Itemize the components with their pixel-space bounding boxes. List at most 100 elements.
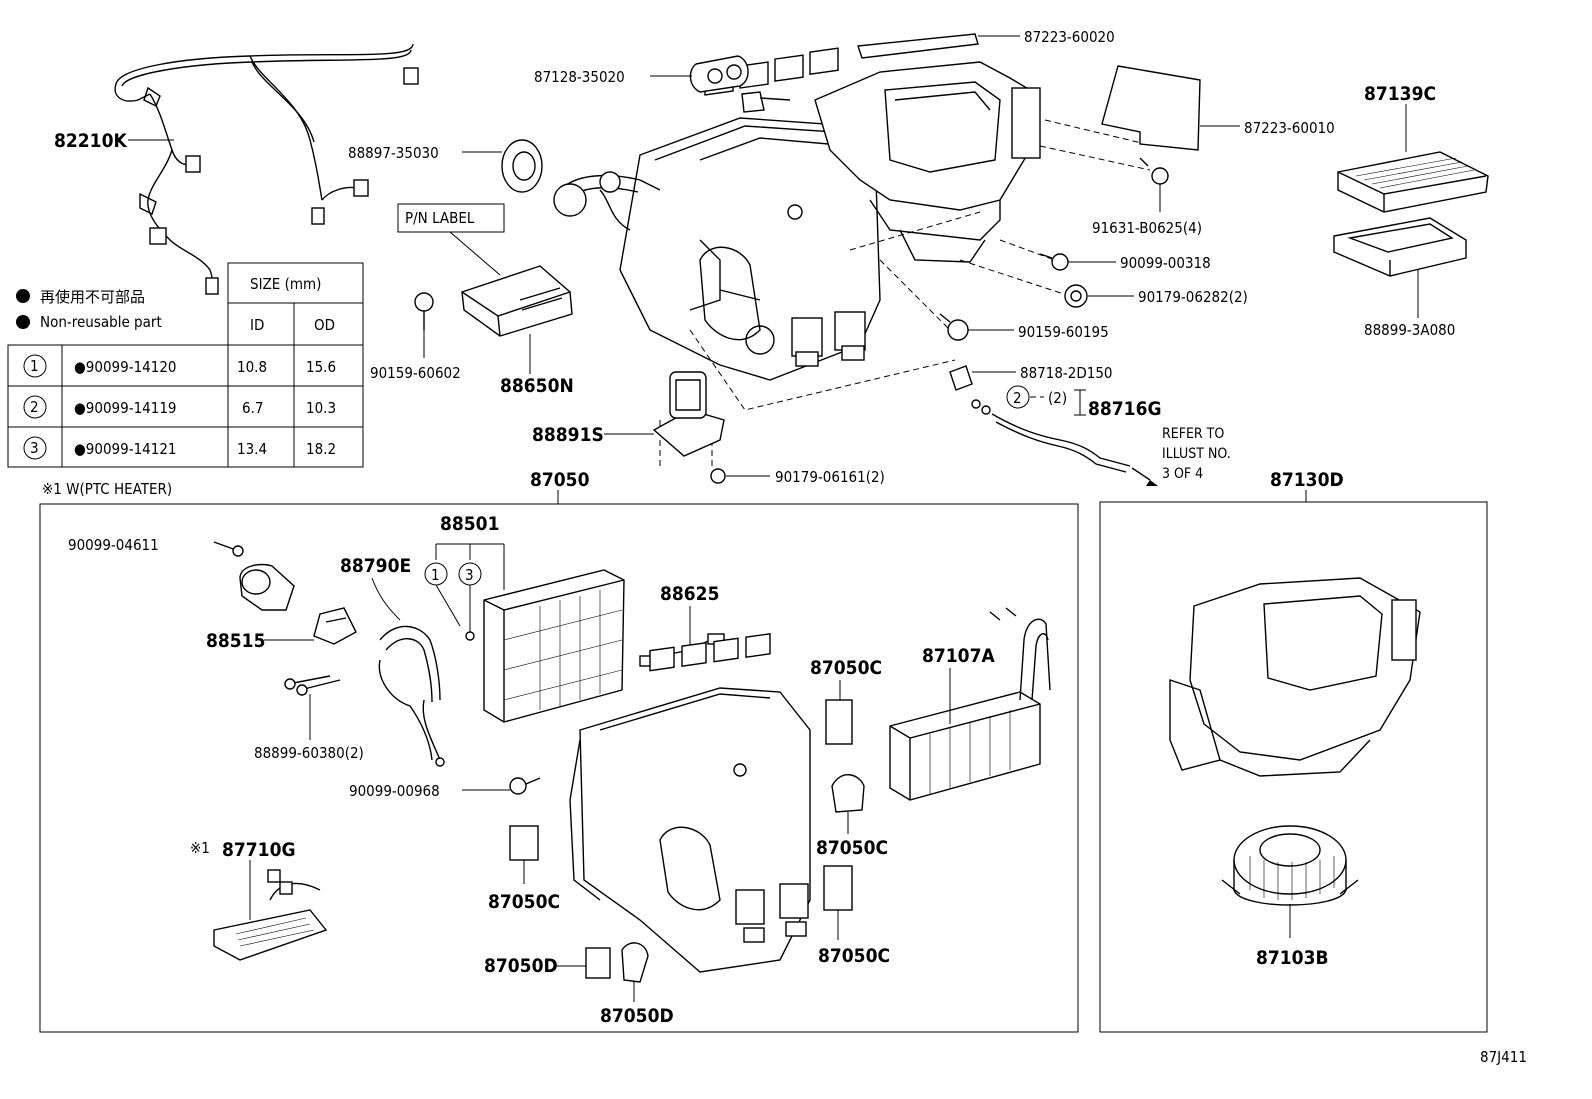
screw-90099-00318[interactable] [1039,253,1069,271]
label-87050D-a: 87050D [484,955,558,977]
label-88625: 88625 [660,583,719,605]
legend-en: Non-reusable part [40,313,162,331]
refer-note-line3: 3 OF 4 [1162,466,1203,482]
hose-88716G[interactable] [971,399,1158,486]
label-88501: 88501 [440,513,499,535]
label-88899-3A080: 88899-3A080 [1364,321,1455,339]
size-header: SIZE (mm) [250,275,321,293]
legend-jp: 再使用不可部品 [40,288,145,306]
svg-text:18.2: 18.2 [306,440,336,458]
oring-callout-2 [1006,385,1030,409]
label-87050C-b: 87050C [816,837,888,859]
non-reusable-dot-icon [16,289,30,303]
wire-harness-82210K[interactable] [114,43,419,295]
label-87710G-mark: ※1 [190,839,210,857]
blower-case-87130D[interactable] [1169,577,1421,777]
seal-88897-35030[interactable] [501,139,543,193]
group-box-87050 [39,503,1079,1033]
panel-87223-60010[interactable] [1101,65,1201,151]
air-filter-87139C[interactable] [1337,151,1489,213]
air-conditioner-case-87050[interactable] [569,632,811,973]
screw-91631-B0625[interactable] [1139,157,1169,185]
label-87050C-d: 87050C [488,891,560,913]
pn-label-box [397,203,505,233]
row-part: ●90099-14119 [74,399,177,417]
bolt-88899-60380[interactable] [284,675,341,696]
valve-88718-2D150[interactable] [949,365,973,391]
label-82210K: 82210K [54,130,127,152]
ecu-88650N[interactable] [461,265,573,337]
actuator-88515-part[interactable] [239,563,295,611]
pipe-88790E[interactable] [378,625,445,767]
group-box-87130D [1099,501,1488,1033]
evaporator-88501[interactable] [483,569,625,723]
damper-87050C-a[interactable] [825,699,853,745]
label-90179-06161: 90179-06161(2) [775,468,885,486]
label-90179-06282: 90179-06282(2) [1138,288,1248,306]
label-87223-60020: 87223-60020 [1024,28,1115,46]
label-87128-35020: 87128-35020 [534,68,625,86]
label-87710G: 87710G [222,839,296,861]
label-88716G: 88716G [1088,398,1162,420]
bolt-90159-60602[interactable] [414,292,434,330]
bolt-90159-60195[interactable] [939,313,969,341]
arrow-icon [1146,480,1158,486]
label-88718-2D150: 88718-2D150 [1020,364,1113,382]
damper-87050C-b[interactable] [831,774,865,813]
ptc-heater-note: ※1 W(PTC HEATER) [42,480,172,498]
filter-case-88899-3A080[interactable] [1333,217,1467,277]
svg-text:1: 1 [30,357,39,375]
label-87139C: 87139C [1364,83,1436,105]
damper-87050D-a[interactable] [585,947,611,979]
damper-87050C-d[interactable] [509,825,539,861]
label-87050: 87050 [530,469,590,491]
col-id: ID [250,316,264,334]
table-row: 3 ●90099-14121 13.4 18.2 [23,436,336,460]
duct-88891S[interactable] [652,371,725,457]
label-87050C-a: 87050C [810,657,882,679]
screw-90099-00968[interactable] [509,777,541,795]
label-91631-B0625: 91631-B0625(4) [1092,219,1202,237]
damper-87050D-b[interactable] [621,942,649,983]
nut-90179-06282[interactable] [1064,284,1088,308]
row-part: ●90099-14120 [74,358,177,376]
assembly-dashed-lines [659,119,1151,470]
svg-text:2: 2 [30,398,39,416]
filter-cover-87223-60020[interactable] [857,33,979,59]
pn-label-text: P/N LABEL [405,209,475,227]
label-90099-04611: 90099-04611 [68,536,159,554]
grommet-87128-35020[interactable] [689,55,749,93]
refer-note-line2: ILLUST NO. [1162,446,1231,462]
non-reusable-legend: 再使用不可部品 Non-reusable part [16,288,162,331]
label-90099-00968: 90099-00968 [349,782,440,800]
label-87130D: 87130D [1270,469,1344,491]
nut-90179-06161[interactable] [710,468,726,484]
heater-core-87107A[interactable] [889,607,1051,801]
valve-88515[interactable] [313,607,357,645]
label-88899-60380: 88899-60380(2) [254,744,364,762]
label-87107A: 87107A [922,645,995,667]
screw-90099-04611[interactable] [213,541,244,557]
svg-text:3: 3 [30,439,39,457]
label-90099-00318: 90099-00318 [1120,254,1211,272]
callout-2-sub: (2) [1048,389,1067,407]
oring-size-table: SIZE (mm) ID OD 1 ●90099-14120 10.8 15.6… [7,262,364,468]
table-row: 1 ●90099-14120 10.8 15.6 [23,354,336,378]
blower-motor-87103B[interactable] [1221,825,1359,906]
svg-text:6.7: 6.7 [242,399,263,417]
svg-text:10.3: 10.3 [306,399,336,417]
label-88790E: 88790E [340,555,411,577]
ptc-heater-87710G[interactable] [213,869,328,961]
svg-text:15.6: 15.6 [306,358,336,376]
diagram-code: 87J411 [1480,1048,1527,1066]
label-87223-60010: 87223-60010 [1244,119,1335,137]
damper-87050C-c[interactable] [823,865,853,911]
label-88515: 88515 [206,630,265,652]
label-90159-60602: 90159-60602 [370,364,461,382]
label-87050C-c: 87050C [818,945,890,967]
row-part: ●90099-14121 [74,440,177,458]
label-88897-35030: 88897-35030 [348,144,439,162]
refer-note-line1: REFER TO [1162,426,1224,442]
table-row: 2 ●90099-14119 6.7 10.3 [23,395,336,419]
